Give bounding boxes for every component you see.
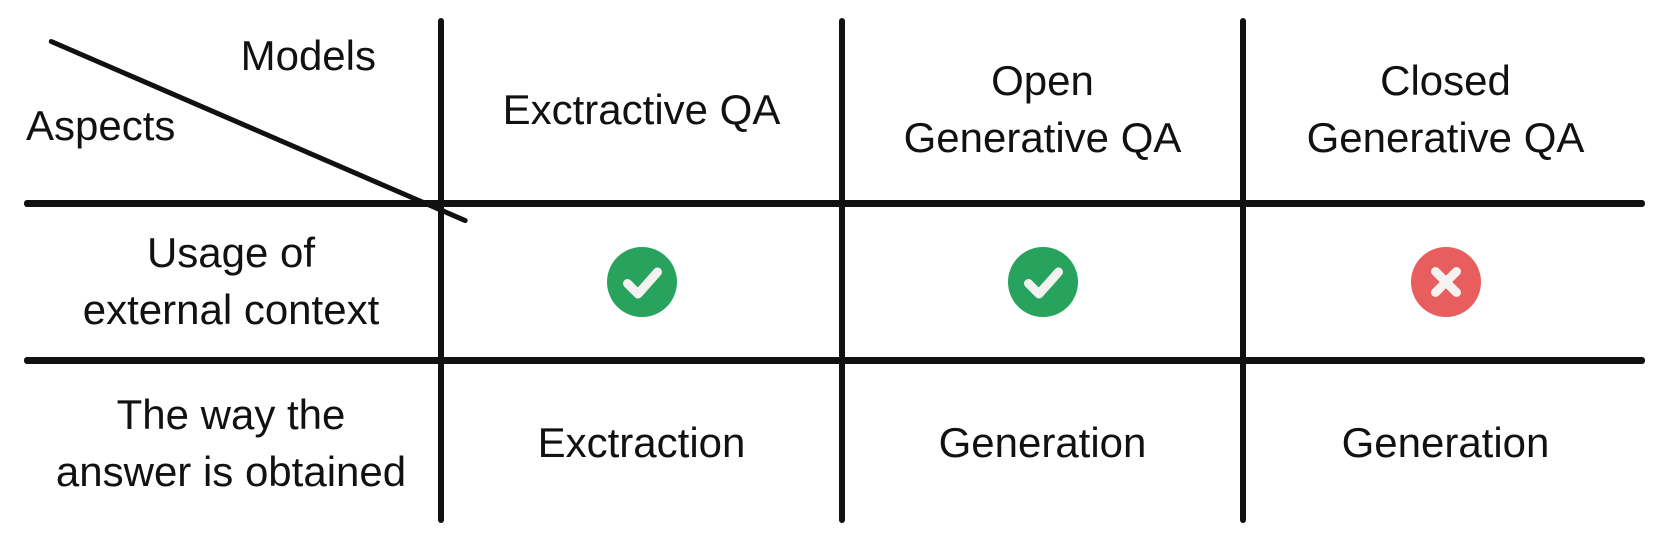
table-cell <box>1246 207 1645 357</box>
corner-header-cell: Models Aspects <box>24 18 469 224</box>
table-cell <box>444 207 839 357</box>
table-cell-generation: Generation <box>1341 419 1550 467</box>
corner-aspects-label: Aspects <box>26 102 176 149</box>
corner-models-label: Models <box>240 32 376 79</box>
horizontal-grid-line <box>24 357 1645 364</box>
row-header-usage-of-external-context: Usage of external context <box>82 229 380 333</box>
check-icon <box>606 247 677 317</box>
row-header-answer-obtained: The way the answer is obtained <box>55 390 407 495</box>
horizontal-grid-line <box>24 200 1645 207</box>
table-cell <box>845 207 1240 357</box>
column-header-open-generative-qa: Open Generative QA <box>903 57 1182 161</box>
cross-icon <box>1410 247 1481 317</box>
vertical-grid-line <box>438 18 444 523</box>
table-cell-extraction: Exctraction <box>537 419 746 467</box>
vertical-grid-line <box>839 18 845 523</box>
column-header-extractive-qa: Exctractive QA <box>502 85 781 133</box>
check-icon <box>1007 247 1078 317</box>
vertical-grid-line <box>1240 18 1246 523</box>
column-header-closed-generative-qa: Closed Generative QA <box>1306 57 1585 161</box>
table-cell-generation: Generation <box>938 419 1147 467</box>
